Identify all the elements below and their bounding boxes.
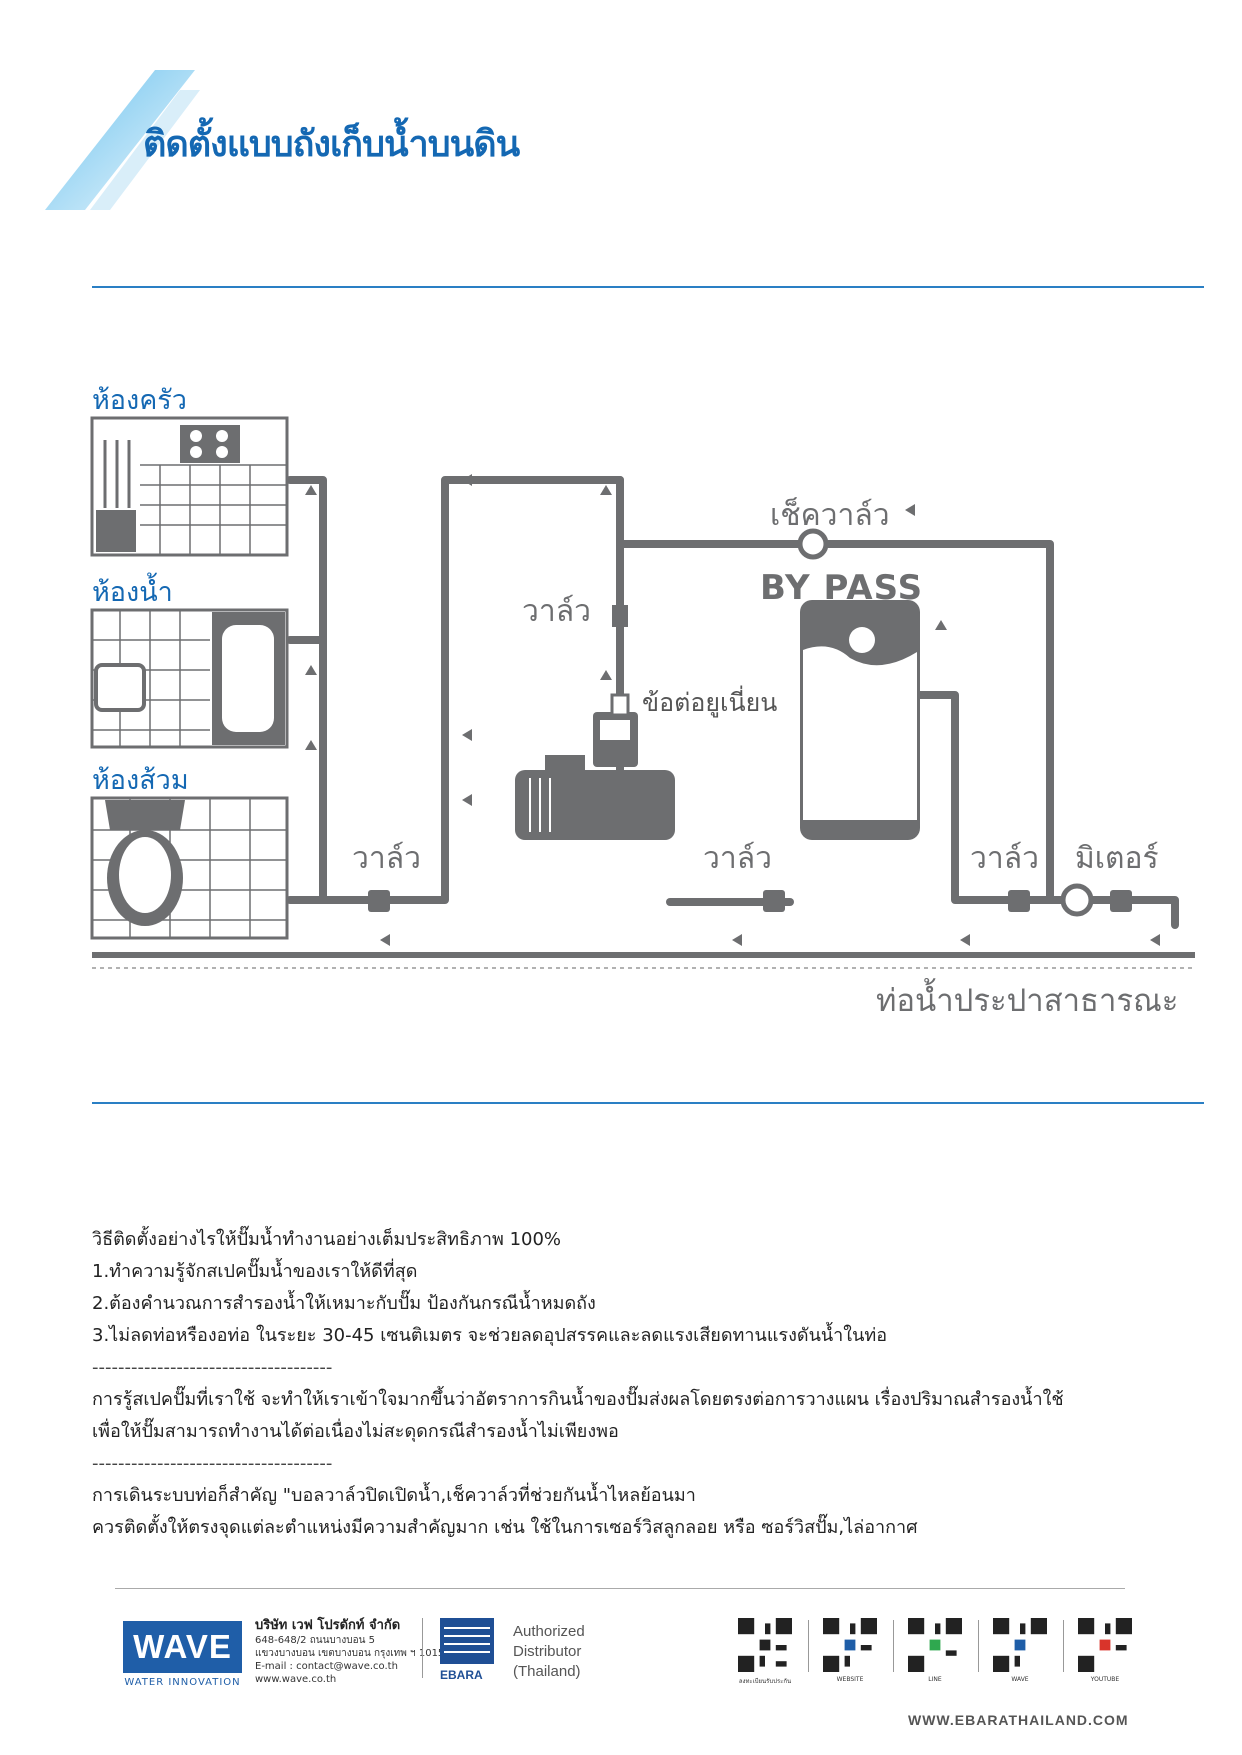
company-name: บริษัท เวฟ โปรดักท์ จำกัด [255, 1618, 401, 1633]
separator: ------------------------------------- [92, 1453, 333, 1474]
instruction-point: 1.ทำความรู้จักสเปคปั๊มน้ำของเราให้ดีที่ส… [92, 1261, 418, 1282]
website-url[interactable]: WWW.EBARATHAILAND.COM [908, 1712, 1129, 1728]
authorized-line: Authorized [513, 1623, 585, 1640]
qr-code-icon[interactable] [1078, 1618, 1132, 1672]
header-stripes [45, 70, 200, 210]
authorized-line: Distributor [513, 1643, 582, 1660]
qr-caption: LINE [928, 1676, 942, 1683]
company-info: บริษัท เวฟ โปรดักท์ จำกัด 648-648/2 ถนนบ… [255, 1617, 451, 1686]
qr-caption: WEBSITE [836, 1676, 864, 1683]
top-divider [92, 286, 1204, 288]
qr-caption: YOUTUBE [1090, 1676, 1120, 1683]
qr-code-icon[interactable] [738, 1618, 792, 1672]
qr-divider [1063, 1620, 1064, 1672]
instruction-point: 2.ต้องคำนวณการสำรองน้ำให้เหมาะกับปั๊ม ป้… [92, 1293, 596, 1314]
authorized-distributor: Authorized Distributor (Thailand) [513, 1622, 585, 1682]
label-kitchen: ห้องครัว [92, 385, 187, 416]
label-union: ข้อต่อยูเนี่ยน [642, 688, 778, 717]
qr-code-icon[interactable] [993, 1618, 1047, 1672]
paragraph-line: ควรติดตั้งให้ตรงจุดแต่ละตำแหน่งมีความสำค… [92, 1517, 918, 1538]
wave-logo: WAVE [123, 1621, 242, 1673]
ebara-logo-icon [440, 1618, 494, 1664]
ebara-wordmark: EBARA [440, 1668, 483, 1682]
paragraph-line: เพื่อให้ปั๊มสามารถทำงานได้ต่อเนื่องไม่สะ… [92, 1421, 619, 1442]
company-web: www.wave.co.th [255, 1674, 337, 1685]
label-toilet: ห้องส้วม [92, 765, 189, 796]
label-meter: มิเตอร์ [1075, 841, 1159, 876]
label-valve-right: วาล์ว [970, 841, 1039, 876]
instruction-point: 3.ไม่ลดท่อหรืองอท่อ ในระยะ 30-45 เซนติเม… [92, 1325, 888, 1346]
separator: ------------------------------------- [92, 1357, 333, 1378]
qr-caption: WAVE [1011, 1676, 1029, 1683]
authorized-line: (Thailand) [513, 1663, 581, 1680]
label-bathroom: ห้องน้ำ [92, 577, 173, 608]
qr-code-icon[interactable] [823, 1618, 877, 1672]
wave-tagline: WATER INNOVATION [124, 1677, 241, 1688]
page-title: ติดตั้งแบบถังเก็บน้ำบนดิน [143, 124, 520, 165]
footer-separator [422, 1618, 423, 1678]
label-valve-left: วาล์ว [352, 841, 421, 876]
company-address-2: แขวงบางบอน เขตบางบอน กรุงเทพ ฯ 10150 [255, 1648, 451, 1659]
qr-group: ลงทะเบียนรับประกัน WEBSITE LINE WAVE YOU… [728, 1618, 1132, 1698]
bottom-divider [92, 1102, 1204, 1104]
qr-divider [808, 1620, 809, 1672]
paragraph-line: การรู้สเปคปั๊มที่เราใช้ จะทำให้เราเข้าใจ… [92, 1389, 1064, 1410]
label-valve-pump: วาล์ว [703, 841, 772, 876]
qr-divider [978, 1620, 979, 1672]
installation-diagram [90, 416, 1195, 969]
label-valve-mid: วาล์ว [522, 594, 591, 629]
instructions-heading: วิธีติดตั้งอย่างไรให้ปั๊มน้ำทำงานอย่างเต… [92, 1229, 562, 1250]
qr-code-icon[interactable] [908, 1618, 962, 1672]
label-check-valve: เช็ควาล์ว [770, 498, 890, 533]
label-public-pipe: ท่อน้ำประปาสาธารณะ [876, 983, 1179, 1019]
qr-caption: ลงทะเบียนรับประกัน [738, 1678, 792, 1685]
instructions: วิธีติดตั้งอย่างไรให้ปั๊มน้ำทำงานอย่างเต… [92, 1224, 1172, 1544]
paragraph-line: การเดินระบบท่อก็สำคัญ "บอลวาล์วปิดเปิดน้… [92, 1485, 696, 1506]
label-bypass: BY PASS [760, 568, 924, 608]
qr-divider [893, 1620, 894, 1672]
company-address-1: 648-648/2 ถนนบางบอน 5 [255, 1635, 375, 1646]
footer-divider [115, 1588, 1125, 1589]
company-email: E-mail : contact@wave.co.th [255, 1661, 398, 1672]
